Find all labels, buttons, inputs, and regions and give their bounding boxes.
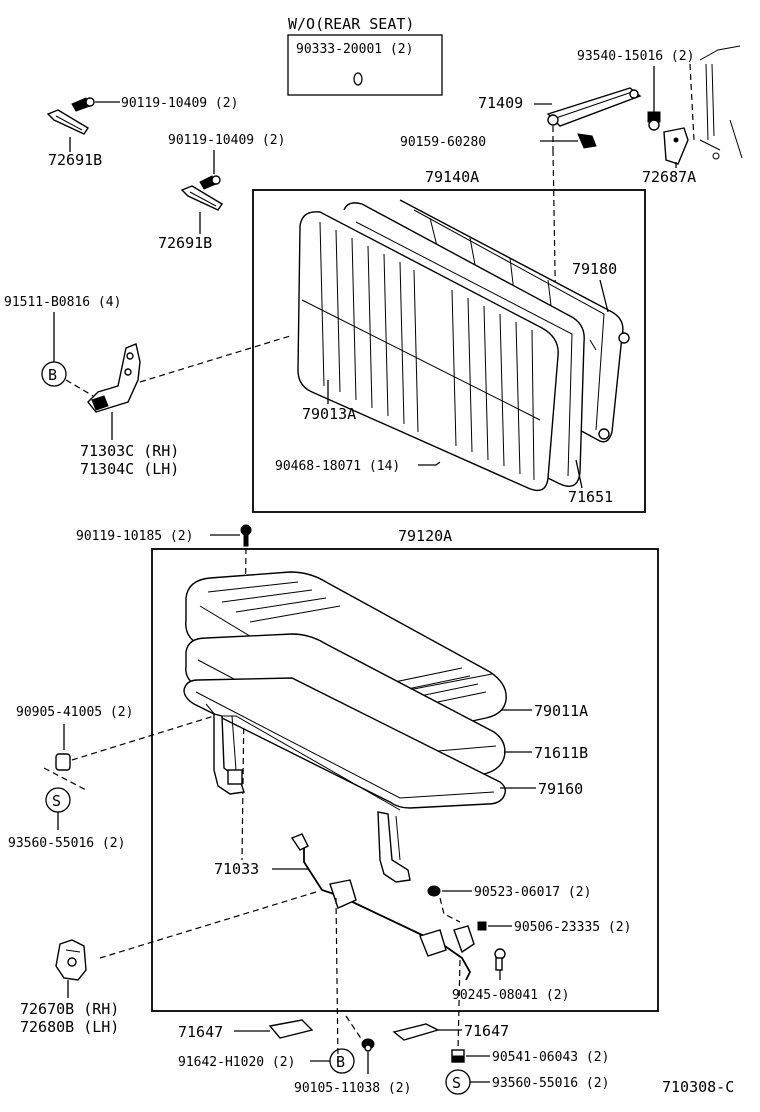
wo-box-title: W/O(REAR SEAT) xyxy=(288,15,414,33)
seatback-group-frame xyxy=(252,189,646,513)
hinge-cover-icon xyxy=(46,109,89,135)
seatback-group-code: 79140A xyxy=(425,168,479,186)
hog-ring-icon xyxy=(418,461,441,466)
label-72691b-a: 72691B xyxy=(48,151,102,169)
marker-s-label-bottom: S xyxy=(452,1074,461,1092)
label-71611b: 71611B xyxy=(534,744,588,762)
label-71647-b: 71647 xyxy=(464,1022,509,1040)
marker-b-label: B xyxy=(48,366,57,384)
rear-leg-icon xyxy=(377,811,411,883)
label-90506-23335: 90506-23335 (2) xyxy=(514,920,631,935)
marker-s-label: S xyxy=(52,792,61,810)
cover-plate-icon xyxy=(268,1019,314,1039)
seat-lock-striker-icon xyxy=(546,87,642,127)
seat-lock-icon xyxy=(55,939,87,981)
cushion-group-code: 79120A xyxy=(398,527,452,545)
label-90905-41005: 90905-41005 (2) xyxy=(16,705,133,720)
marker-s-icon: S xyxy=(445,1069,471,1095)
wo-box-frame xyxy=(287,34,443,96)
label-79013a: 79013A xyxy=(302,405,356,423)
drawing-code: 710308-C xyxy=(662,1078,734,1096)
seat-hinge-icon xyxy=(87,343,141,413)
seatback-cover-icon xyxy=(297,211,559,492)
label-91642-h1020: 91642-H1020 (2) xyxy=(178,1055,295,1070)
marker-b-label-bottom: B xyxy=(336,1053,345,1071)
marker-s-icon: S xyxy=(45,787,71,813)
label-90105-11038: 90105-11038 (2) xyxy=(294,1081,411,1096)
hinge-cover-icon xyxy=(180,185,223,211)
plug-icon xyxy=(353,72,363,86)
label-71647-a: 71647 xyxy=(178,1023,223,1041)
clip-icon xyxy=(427,885,441,897)
label-90523-06017: 90523-06017 (2) xyxy=(474,885,591,900)
label-93560-55016-a: 93560-55016 (2) xyxy=(8,836,125,851)
cover-plate-icon xyxy=(392,1023,440,1041)
screw-icon xyxy=(199,175,221,190)
clip-nut-icon xyxy=(451,1049,465,1063)
label-90119-10409-b: 90119-10409 (2) xyxy=(168,133,285,148)
label-71033: 71033 xyxy=(214,860,259,878)
bracket-icon xyxy=(663,127,689,165)
label-90119-10185: 90119-10185 (2) xyxy=(76,529,193,544)
screw-icon xyxy=(71,97,95,112)
label-90245-08041: 90245-08041 (2) xyxy=(452,988,569,1003)
nut-icon xyxy=(477,921,487,931)
nut-icon xyxy=(577,133,597,149)
label-79180: 79180 xyxy=(572,260,617,278)
label-72680b: 72680B (LH) xyxy=(20,1018,119,1036)
bushing-icon xyxy=(55,753,71,771)
bolt-icon xyxy=(647,111,661,131)
label-71409: 71409 xyxy=(478,94,523,112)
bolt-icon xyxy=(361,1038,375,1052)
screw-icon xyxy=(240,524,252,547)
label-90159-60280: 90159-60280 xyxy=(400,135,486,150)
label-79011a: 79011A xyxy=(534,702,588,720)
label-91511-b0816: 91511-B0816 (4) xyxy=(4,295,121,310)
bolt-icon xyxy=(494,948,506,971)
label-72687a: 72687A xyxy=(642,168,696,186)
label-90468-18071: 90468-18071 (14) xyxy=(275,459,400,474)
label-71651: 71651 xyxy=(568,488,613,506)
label-93560-55016-b: 93560-55016 (2) xyxy=(492,1076,609,1091)
label-72691b-b: 72691B xyxy=(158,234,212,252)
label-71303c: 71303C (RH) xyxy=(80,442,179,460)
label-93540-15016: 93540-15016 (2) xyxy=(577,49,694,64)
label-90119-10409-a: 90119-10409 (2) xyxy=(121,96,238,111)
seat-cushion-frame-icon xyxy=(183,677,507,811)
label-79160: 79160 xyxy=(538,780,583,798)
cushion-group-frame xyxy=(151,548,659,1012)
label-71304c: 71304C (LH) xyxy=(80,460,179,478)
wo-box-part: 90333-20001 (2) xyxy=(296,42,413,57)
marker-b-icon: B xyxy=(329,1048,355,1074)
label-72670b: 72670B (RH) xyxy=(20,1000,119,1018)
label-90541-06043: 90541-06043 (2) xyxy=(492,1050,609,1065)
front-leg-icon xyxy=(213,713,245,795)
marker-b-icon: B xyxy=(41,361,67,387)
